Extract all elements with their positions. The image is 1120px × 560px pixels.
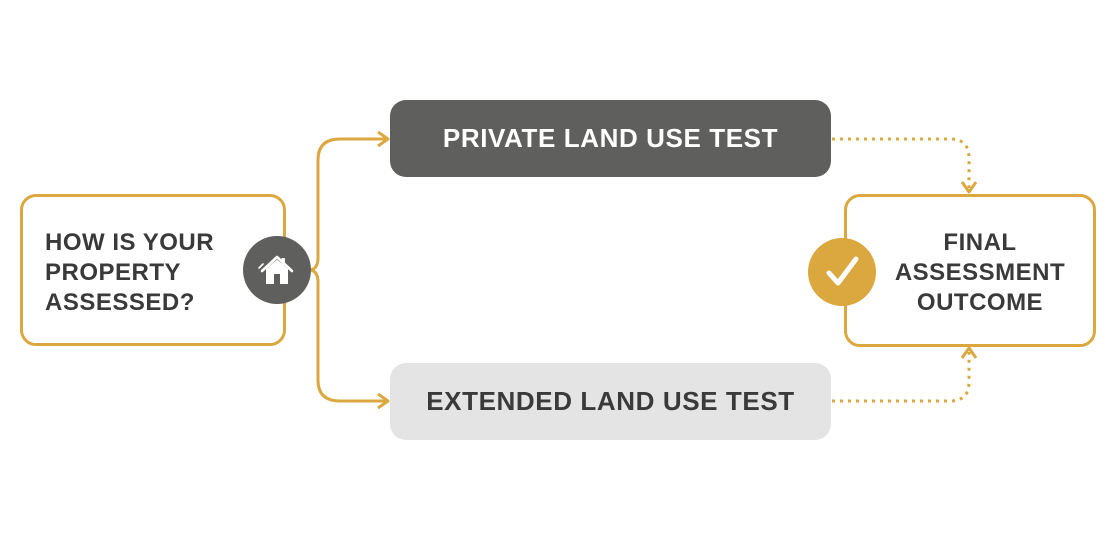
checkmark-icon-badge [808, 238, 876, 306]
start-question-box: HOW IS YOUR PROPERTY ASSESSED? [20, 194, 286, 346]
connector-to-extended-test [310, 268, 386, 403]
final-line-3: OUTCOME [916, 289, 1044, 316]
start-line-2: PROPERTY [45, 259, 182, 286]
dotted-connector-extended-to-final [832, 352, 971, 403]
final-outcome-text: FINAL ASSESSMENT OUTCOME [887, 228, 1073, 318]
connector-to-private-test [310, 137, 386, 272]
final-outcome-box: FINAL ASSESSMENT OUTCOME [844, 194, 1096, 347]
house-icon-badge [243, 236, 311, 304]
private-land-use-test-box: PRIVATE LAND USE TEST [390, 100, 831, 177]
final-line-1: FINAL [943, 229, 1017, 256]
dotted-connector-private-to-final [832, 137, 971, 188]
arrowhead-extended-test [377, 392, 390, 410]
start-question-text: HOW IS YOUR PROPERTY ASSESSED? [45, 228, 214, 318]
arrowhead-final-top [960, 181, 978, 194]
arrowhead-private-test [377, 130, 390, 148]
final-line-2: ASSESSMENT [894, 259, 1066, 286]
house-icon [258, 255, 294, 284]
start-line-3: ASSESSED? [45, 289, 195, 316]
extended-land-use-test-label: EXTENDED LAND USE TEST [426, 386, 795, 416]
private-land-use-test-label: PRIVATE LAND USE TEST [442, 123, 779, 153]
start-line-1: HOW IS YOUR [45, 229, 215, 256]
extended-land-use-test-box: EXTENDED LAND USE TEST [390, 363, 831, 440]
arrowhead-final-bottom [960, 346, 978, 359]
checkmark-icon [826, 256, 859, 286]
